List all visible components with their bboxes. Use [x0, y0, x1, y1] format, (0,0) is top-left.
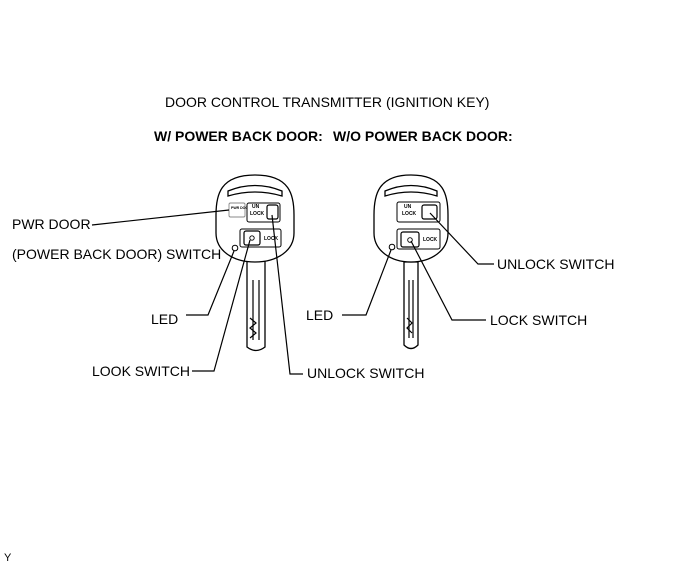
right-heading: W/O POWER BACK DOOR: — [333, 128, 513, 144]
right-unlock-button-label-1: UN — [404, 204, 412, 210]
right-label-lock-switch: LOCK SWITCH — [490, 312, 587, 328]
right-leaders — [342, 212, 494, 321]
left-lock-button[interactable]: LOCK — [239, 228, 282, 248]
diagram-title: DOOR CONTROL TRANSMITTER — [165, 94, 382, 110]
corner-mark: Y — [4, 552, 12, 564]
left-key: PWR DOOR UN LOCK LOCK — [215, 174, 295, 352]
left-key-blade — [246, 259, 266, 352]
right-lock-button-label: LOCK — [423, 237, 438, 243]
right-label-led: LED — [306, 307, 333, 323]
left-led — [231, 244, 239, 252]
right-unlock-button-label-2: LOCK — [402, 211, 417, 217]
left-label-lock-switch: LOOK SWITCH — [92, 363, 190, 379]
right-unlock-button[interactable]: UN LOCK — [396, 201, 441, 223]
right-led — [388, 243, 396, 251]
diagram-subtitle: (IGNITION KEY) — [386, 94, 489, 110]
left-leaders — [91, 209, 303, 375]
left-label-pwr-door-switch: (POWER BACK DOOR) SWITCH — [12, 246, 221, 262]
right-key-blade — [403, 261, 419, 350]
left-unlock-button[interactable]: UN LOCK — [246, 202, 281, 223]
right-lock-button[interactable]: LOCK — [396, 228, 441, 250]
left-pwr-door-button-label: PWR DOOR — [231, 206, 251, 210]
right-key: UN LOCK LOCK — [373, 174, 449, 350]
right-label-unlock-switch: UNLOCK SWITCH — [497, 256, 614, 272]
left-unlock-button-label-2: LOCK — [250, 211, 265, 217]
left-heading: W/ POWER BACK DOOR: — [154, 128, 323, 144]
left-lock-button-label: LOCK — [264, 236, 279, 242]
left-label-unlock-switch: UNLOCK SWITCH — [307, 365, 424, 381]
left-label-pwr-door: PWR DOOR — [12, 216, 91, 232]
left-unlock-button-label-1: UN — [252, 204, 260, 210]
right-key-ring-hole — [384, 184, 438, 197]
left-key-ring-hole — [227, 184, 283, 197]
left-label-led: LED — [151, 311, 178, 327]
